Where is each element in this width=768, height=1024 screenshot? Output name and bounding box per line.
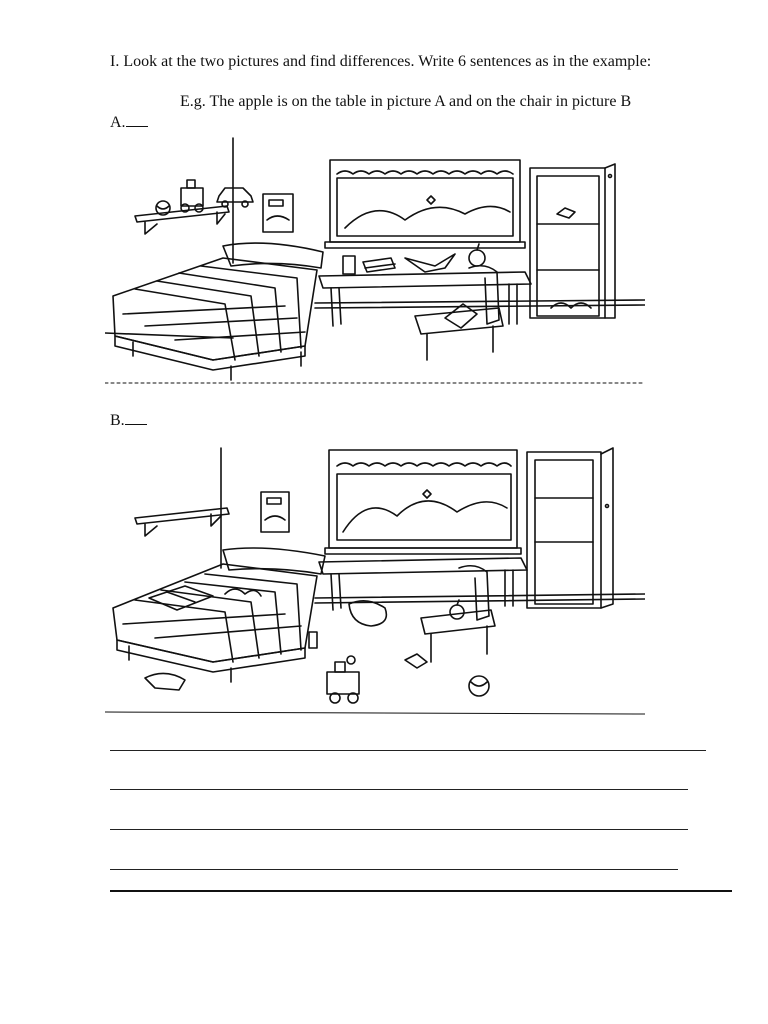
clothes-pile bbox=[348, 600, 388, 627]
open-book bbox=[148, 585, 214, 611]
picture-a-letter: A. bbox=[110, 114, 126, 131]
ball-on-shelf bbox=[155, 200, 171, 216]
toy-train-on-floor bbox=[326, 671, 360, 695]
apple-on-chair bbox=[449, 604, 465, 620]
desk bbox=[318, 557, 528, 611]
jacket-on-chair bbox=[444, 303, 478, 329]
bed bbox=[112, 547, 326, 691]
clothes-on-floor bbox=[144, 672, 186, 691]
chair bbox=[420, 564, 496, 663]
toy-plane-on-floor bbox=[404, 653, 428, 669]
apple bbox=[468, 249, 486, 267]
toy-plane bbox=[404, 253, 456, 273]
picture-b-letter: B. bbox=[110, 412, 125, 429]
answer-line-thick[interactable] bbox=[110, 890, 732, 892]
cup bbox=[342, 255, 356, 275]
window bbox=[324, 159, 526, 249]
empty-shelf bbox=[134, 507, 230, 537]
cup-on-floor bbox=[308, 631, 318, 649]
pillow bbox=[222, 242, 324, 269]
bed bbox=[112, 242, 324, 381]
wall-poster bbox=[260, 491, 290, 533]
cabinet bbox=[529, 163, 616, 319]
desk bbox=[318, 243, 532, 327]
picture-b-blank bbox=[124, 410, 147, 425]
picture-b-label: B. bbox=[110, 410, 147, 431]
shelf bbox=[134, 179, 254, 235]
shoes-on-bed bbox=[224, 588, 262, 597]
picture-b bbox=[105, 428, 645, 718]
chair bbox=[414, 264, 504, 361]
floor-toys bbox=[308, 600, 490, 704]
window bbox=[324, 449, 522, 555]
example-sentence: E.g. The apple is on the table in pictur… bbox=[180, 93, 632, 110]
toy-car bbox=[216, 187, 254, 203]
floor-line bbox=[314, 299, 645, 304]
answer-line[interactable] bbox=[110, 829, 688, 830]
picture-a bbox=[105, 128, 645, 390]
bedroom-illustration-a bbox=[105, 137, 645, 384]
floor-line bbox=[314, 593, 645, 599]
instruction-text: I. Look at the two pictures and find dif… bbox=[110, 53, 652, 70]
bedroom-illustration-b bbox=[105, 447, 645, 715]
shoes-in-cabinet bbox=[550, 302, 592, 309]
answer-line[interactable] bbox=[110, 869, 678, 870]
ball-on-floor bbox=[468, 675, 490, 697]
picture-a-blank bbox=[125, 112, 148, 127]
answer-line[interactable] bbox=[110, 750, 706, 751]
picture-a-label: A. bbox=[110, 112, 148, 133]
wall-poster bbox=[262, 193, 294, 233]
cabinet bbox=[526, 447, 614, 609]
answer-line[interactable] bbox=[110, 789, 688, 790]
pillow bbox=[222, 547, 326, 575]
